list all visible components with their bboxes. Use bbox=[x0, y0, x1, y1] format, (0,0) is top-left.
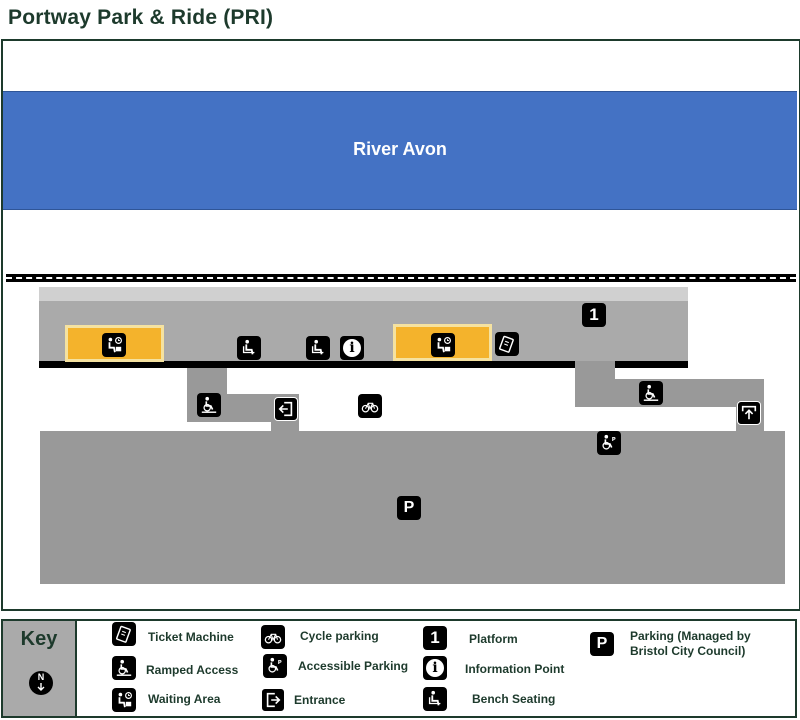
key-heading: Key bbox=[20, 628, 58, 650]
platform-icon: 1 bbox=[423, 626, 447, 650]
entrance-icon bbox=[261, 688, 285, 712]
river-label: River Avon bbox=[353, 139, 447, 159]
information-point-icon: i bbox=[340, 336, 364, 360]
ramped-access-icon bbox=[197, 393, 221, 417]
key-label-information-point: Information Point bbox=[465, 662, 565, 676]
parking-icon: P bbox=[397, 496, 421, 520]
key-label-ramped-access: Ramped Access bbox=[146, 663, 239, 677]
bench-seating-icon bbox=[423, 687, 447, 711]
entrance-icon bbox=[274, 397, 298, 421]
key-label-bench-seating: Bench Seating bbox=[472, 692, 556, 706]
svg-text:P: P bbox=[278, 660, 282, 666]
waiting-area-icon bbox=[102, 333, 126, 357]
parking-icon: P bbox=[590, 632, 614, 656]
page-title: Portway Park & Ride (PRI) bbox=[8, 6, 274, 29]
waiting-area-icon bbox=[112, 688, 136, 712]
accessible-parking-icon: P bbox=[263, 654, 287, 678]
platform-icon: 1 bbox=[582, 303, 606, 327]
key-label-parking: Parking (Managed by Bristol City Council… bbox=[630, 629, 751, 658]
river-area bbox=[3, 91, 797, 210]
north-letter: N bbox=[37, 672, 45, 682]
ramped-access-icon bbox=[112, 656, 136, 680]
platform-top-strip bbox=[39, 287, 688, 301]
cycle-parking-icon bbox=[358, 394, 382, 418]
key-heading-box bbox=[3, 621, 77, 716]
path-right-horizontal bbox=[575, 379, 764, 407]
ramped-access-icon bbox=[639, 381, 663, 405]
accessible-parking-icon: P bbox=[597, 431, 621, 455]
cycle-parking-icon bbox=[261, 625, 285, 649]
railway-track-dashes bbox=[6, 277, 796, 279]
bench-seating-icon bbox=[306, 336, 330, 360]
ticket-machine-icon bbox=[495, 332, 519, 356]
key-label-platform: Platform bbox=[469, 632, 518, 646]
key-label-waiting-area: Waiting Area bbox=[148, 692, 221, 706]
north-arrow-icon: N bbox=[29, 671, 53, 695]
ticket-machine-icon bbox=[112, 622, 136, 646]
key-label-cycle-parking: Cycle parking bbox=[300, 629, 379, 643]
key-label-accessible-parking: Accessible Parking bbox=[298, 659, 409, 673]
key-label-entrance: Entrance bbox=[294, 693, 346, 707]
key-label-ticket-machine: Ticket Machine bbox=[148, 630, 234, 644]
information-point-icon: i bbox=[423, 656, 447, 680]
entrance-icon bbox=[737, 401, 761, 425]
svg-text:P: P bbox=[612, 437, 616, 443]
waiting-area-icon bbox=[431, 333, 455, 357]
bench-seating-icon bbox=[237, 336, 261, 360]
platform-edge bbox=[39, 361, 688, 368]
